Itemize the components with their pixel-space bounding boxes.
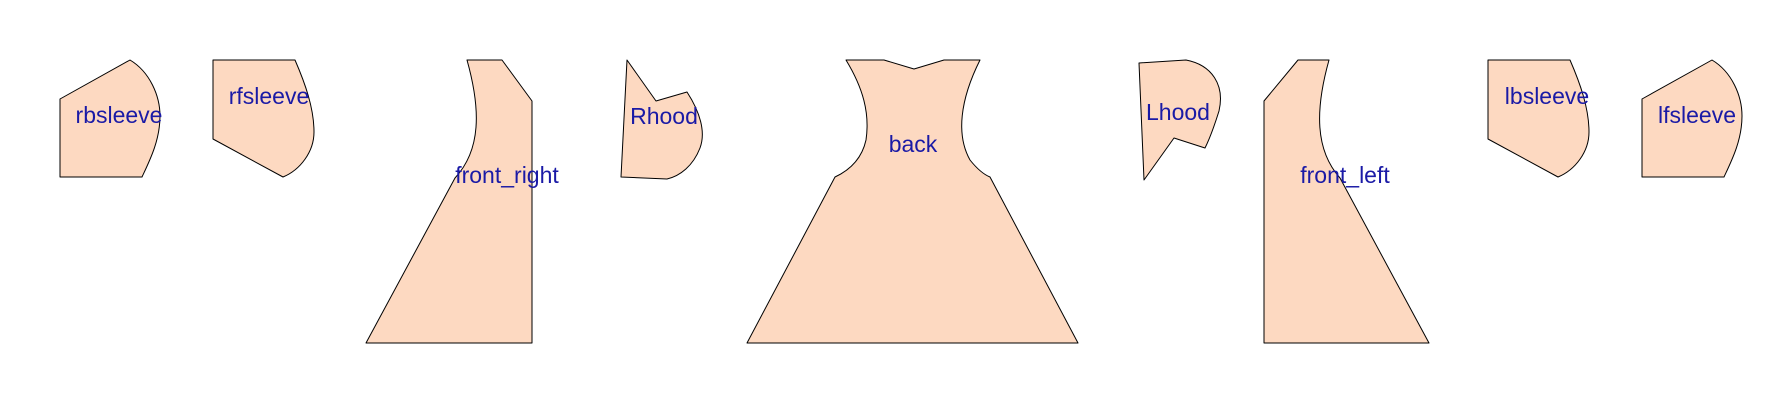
lbsleeve-shape [1487, 59, 1590, 178]
back-shape [746, 59, 1079, 344]
front-left-shape [1263, 59, 1430, 344]
rfsleeve-label: rfsleeve [229, 83, 310, 109]
lbsleeve-label: lbsleeve [1505, 83, 1589, 109]
front-right-label: front_right [455, 162, 559, 188]
lfsleeve-shape [1641, 59, 1743, 178]
piece-rbsleeve: rbsleeve [59, 59, 163, 178]
rfsleeve-shape [212, 59, 315, 178]
rbsleeve-label: rbsleeve [76, 102, 163, 128]
lfsleeve-label: lfsleeve [1658, 102, 1736, 128]
piece-back: back [746, 59, 1079, 344]
piece-rfsleeve: rfsleeve [212, 59, 315, 178]
piece-front-right: front_right [365, 59, 559, 344]
piece-front-left: front_left [1263, 59, 1430, 344]
piece-lbsleeve: lbsleeve [1487, 59, 1590, 178]
rhood-label: Rhood [630, 103, 698, 129]
front-left-label: front_left [1300, 162, 1390, 188]
rhood-shape [620, 59, 703, 180]
rbsleeve-shape [59, 59, 161, 178]
piece-rhood: Rhood [620, 59, 703, 180]
lhood-shape [1138, 59, 1221, 181]
piece-lfsleeve: lfsleeve [1641, 59, 1743, 178]
front-right-shape [365, 59, 533, 344]
lhood-label: Lhood [1146, 99, 1210, 125]
piece-lhood: Lhood [1138, 59, 1221, 181]
back-label: back [889, 131, 938, 157]
